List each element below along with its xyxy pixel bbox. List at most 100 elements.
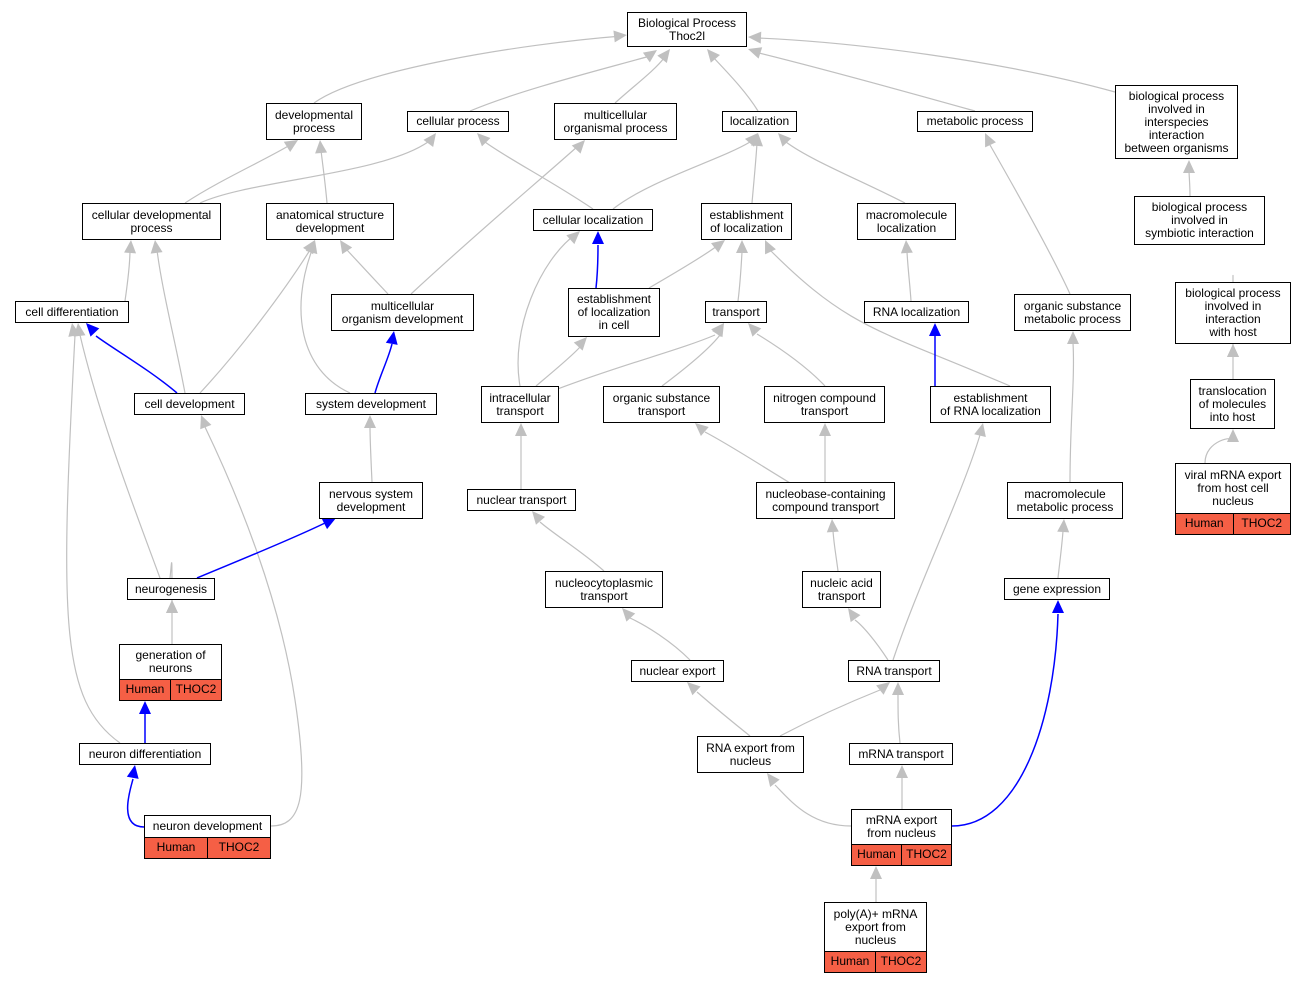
node-neurogenesis[interactable]: neurogenesis <box>127 578 215 600</box>
node-root[interactable]: Biological Process Thoc2l <box>627 12 747 47</box>
node-metabolic-process[interactable]: metabolic process <box>917 111 1033 132</box>
edge-arrowhead <box>876 682 890 695</box>
node-polya-mrna-export[interactable]: poly(A)+ mRNA export from nucleus <box>824 902 927 952</box>
annotation-polya-mrna-export: Human THOC2 <box>824 951 927 973</box>
annotation-generation-of-neurons: Human THOC2 <box>119 679 222 701</box>
node-developmental-process[interactable]: developmental process <box>266 103 362 140</box>
edge-arrowhead <box>622 608 636 622</box>
edge-arrowhead <box>985 133 996 148</box>
node-localization[interactable]: localization <box>722 111 797 132</box>
edge-arrowhead <box>340 240 353 255</box>
edge-arrowhead <box>892 682 904 695</box>
node-nitrogen-compound-transport[interactable]: nitrogen compound transport <box>764 386 885 423</box>
edge <box>1188 169 1191 197</box>
node-organic-substance-metabolic-process[interactable]: organic substance metabolic process <box>1014 294 1131 331</box>
edge-arrowhead <box>848 608 861 623</box>
node-nucleic-acid-transport[interactable]: nucleic acid transport <box>802 571 881 608</box>
edge-arrowhead <box>68 323 81 337</box>
node-multicellular-organism-development[interactable]: multicellular organism development <box>331 294 474 331</box>
node-cellular-localization[interactable]: cellular localization <box>533 209 653 231</box>
edge <box>300 249 351 394</box>
edge <box>535 346 581 387</box>
edge-arrowhead <box>166 600 178 613</box>
edge <box>906 251 912 302</box>
annotation-viral-mrna-export: Human THOC2 <box>1175 513 1291 535</box>
edge <box>554 334 716 391</box>
node-anatomical-structure-development[interactable]: anatomical structure development <box>266 203 394 240</box>
node-neuron-differentiation[interactable]: neuron differentiation <box>79 743 211 765</box>
edge-arrowhead <box>687 682 701 696</box>
node-establishment-of-localization-in-cell[interactable]: establishment of localization in cell <box>568 288 660 337</box>
edge <box>204 426 303 827</box>
node-cellular-developmental-process[interactable]: cellular developmental process <box>82 203 221 240</box>
edge-arrowhead <box>767 773 780 787</box>
annotation-mrna-export-from-nucleus: Human THOC2 <box>851 844 952 866</box>
annotation-gene: THOC2 <box>170 680 221 700</box>
edge-arrowhead <box>283 140 298 152</box>
node-rna-localization[interactable]: RNA localization <box>864 301 969 323</box>
node-nuclear-export[interactable]: nuclear export <box>631 660 724 682</box>
node-gene-expression[interactable]: gene expression <box>1004 578 1110 600</box>
node-establishment-of-localization[interactable]: establishment of localization <box>701 203 792 240</box>
edge <box>779 689 881 737</box>
edge-arrowhead <box>657 49 670 63</box>
node-translocation-into-host[interactable]: translocation of molecules into host <box>1190 379 1275 429</box>
edge-arrowhead <box>1183 160 1195 173</box>
node-nucleocytoplasmic-transport[interactable]: nucleocytoplasmic transport <box>545 571 663 608</box>
node-nucleobase-transport[interactable]: nucleobase-containing compound transport <box>756 482 895 519</box>
node-rna-transport[interactable]: RNA transport <box>848 660 940 682</box>
edge-arrowhead <box>896 765 908 778</box>
node-multicellular-organismal-process[interactable]: multicellular organismal process <box>554 103 677 140</box>
node-mrna-transport[interactable]: mRNA transport <box>849 743 953 765</box>
edge-arrowhead <box>126 765 139 779</box>
node-nervous-system-development[interactable]: nervous system development <box>319 482 423 519</box>
edge <box>517 233 577 387</box>
edge-arrowhead <box>826 519 839 533</box>
annotation-species: Human <box>156 840 196 854</box>
edge-arrowhead <box>1227 344 1239 357</box>
edge <box>612 141 751 210</box>
node-transport[interactable]: transport <box>705 301 767 323</box>
node-macromolecule-metabolic-process[interactable]: macromolecule metabolic process <box>1007 482 1123 519</box>
node-macromolecule-localization[interactable]: macromolecule localization <box>857 203 956 240</box>
edge-arrowhead <box>515 423 527 436</box>
node-intracellular-transport[interactable]: intracellular transport <box>481 386 559 423</box>
edge <box>614 57 665 104</box>
edge-arrowhead <box>532 511 546 525</box>
edge-arrowhead <box>765 240 776 255</box>
node-cellular-process[interactable]: cellular process <box>407 111 509 132</box>
node-bp-interspecies[interactable]: biological process involved in interspec… <box>1115 85 1238 159</box>
edge <box>754 51 976 112</box>
node-system-development[interactable]: system development <box>305 393 437 415</box>
edge <box>629 617 691 661</box>
node-rna-export-from-nucleus[interactable]: RNA export from nucleus <box>697 736 804 773</box>
edge <box>712 56 759 112</box>
annotation-species: Human <box>830 954 870 968</box>
node-cell-differentiation[interactable]: cell differentiation <box>15 301 129 323</box>
node-bp-symbiotic[interactable]: biological process involved in symbiotic… <box>1134 196 1265 245</box>
edge-arrowhead <box>321 518 336 530</box>
node-mrna-export-from-nucleus[interactable]: mRNA export from nucleus <box>851 809 952 845</box>
edge <box>661 334 721 387</box>
edge-arrowhead <box>819 423 831 436</box>
node-generation-of-neurons[interactable]: generation of neurons <box>119 644 222 680</box>
edge-arrowhead <box>642 50 657 63</box>
node-viral-mrna-export[interactable]: viral mRNA export from host cell nucleus <box>1175 463 1291 514</box>
node-neuron-development[interactable]: neuron development <box>144 815 271 838</box>
edge-arrowhead <box>1057 519 1070 533</box>
edge <box>751 142 758 204</box>
node-nuclear-transport[interactable]: nuclear transport <box>467 489 576 511</box>
edge <box>897 693 901 744</box>
node-organic-substance-transport[interactable]: organic substance transport <box>603 386 720 423</box>
node-bp-interaction-with-host[interactable]: biological process involved in interacti… <box>1175 282 1291 344</box>
edge-arrowhead <box>86 323 100 337</box>
node-establishment-of-rna-localization[interactable]: establishment of RNA localization <box>930 386 1051 423</box>
edge <box>737 251 743 302</box>
edge <box>196 522 326 579</box>
node-cell-development[interactable]: cell development <box>134 393 245 415</box>
edge-arrowhead <box>748 31 762 44</box>
edge <box>648 245 718 289</box>
edge-arrowhead <box>571 140 585 154</box>
root-label-line2: Thoc2l <box>668 28 706 43</box>
edge <box>1057 530 1064 579</box>
